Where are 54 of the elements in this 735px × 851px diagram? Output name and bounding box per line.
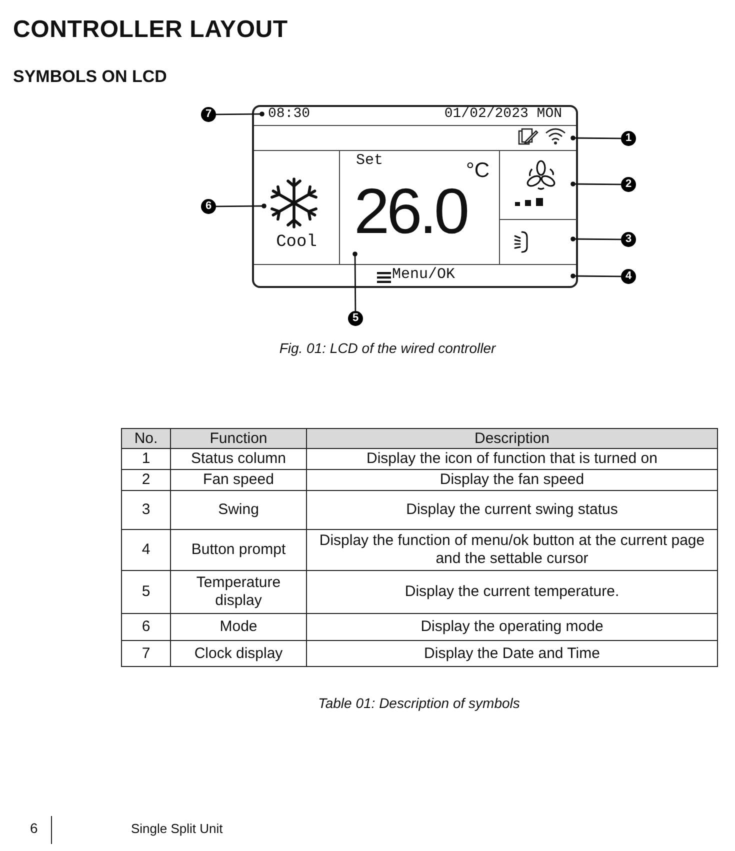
number-cell: 1 bbox=[122, 448, 170, 470]
callout-number: 7 bbox=[201, 107, 216, 122]
number-cell: 2 bbox=[122, 470, 170, 490]
date-text: 01/02/2023 MON bbox=[444, 107, 562, 122]
function-cell: Clock display bbox=[170, 640, 306, 666]
number-cell: 4 bbox=[122, 530, 170, 570]
description-cell: Display the current swing status bbox=[306, 490, 718, 530]
description-cell: Display the Date and Time bbox=[306, 640, 718, 666]
clock-time: 08:30 bbox=[268, 107, 310, 122]
page-number: 6 bbox=[30, 820, 38, 836]
function-cell: Button prompt bbox=[170, 530, 306, 570]
function-cell: Mode bbox=[170, 614, 306, 640]
leader-line bbox=[570, 136, 621, 140]
set-label: Set bbox=[356, 153, 384, 170]
table-caption: Table 01: Description of symbols bbox=[317, 695, 521, 711]
description-cell: Display the fan speed bbox=[306, 470, 718, 490]
leader-line bbox=[570, 274, 621, 278]
number-cell: 5 bbox=[122, 570, 170, 614]
temperature-value: 26.0 bbox=[354, 176, 467, 246]
menu-prompt: Menu/OK bbox=[392, 267, 456, 284]
callout-number: 5 bbox=[348, 311, 363, 326]
lcd-screen bbox=[252, 105, 578, 288]
mode-text: Cool bbox=[275, 234, 318, 253]
page-title: CONTROLLER LAYOUT bbox=[13, 16, 288, 44]
function-cell: Status column bbox=[170, 448, 306, 470]
number-cell: 7 bbox=[122, 640, 170, 666]
callout-number: 1 bbox=[621, 131, 636, 146]
header-cell: Function bbox=[170, 428, 306, 448]
figure-caption: Fig. 01: LCD of the wired controller bbox=[278, 340, 497, 356]
leader-line bbox=[216, 204, 266, 208]
callout-number: 6 bbox=[201, 199, 216, 214]
unit-label: °C bbox=[466, 159, 490, 182]
function-cell: Fan speed bbox=[170, 470, 306, 490]
description-cell: Display the icon of function that is turned on bbox=[306, 448, 718, 470]
description-cell: Display the function of menu/ok button at the current page and the settable cursor bbox=[306, 530, 718, 570]
callout-number: 3 bbox=[621, 232, 636, 247]
number-cell: 3 bbox=[122, 490, 170, 530]
header-cell: No. bbox=[122, 428, 170, 448]
fan-speed-cell bbox=[499, 150, 577, 220]
description-cell: Display the operating mode bbox=[306, 614, 718, 640]
callout-number: 4 bbox=[621, 269, 636, 284]
number-cell: 6 bbox=[122, 614, 170, 640]
lcd-top-bar bbox=[254, 107, 576, 126]
leader-line bbox=[570, 182, 621, 186]
leader-line bbox=[570, 236, 621, 242]
leader-line bbox=[216, 112, 264, 116]
description-cell: Display the current temperature. bbox=[306, 570, 718, 614]
section-heading: SYMBOLS ON LCD bbox=[13, 67, 167, 87]
footer-text: Single Split Unit bbox=[131, 821, 223, 836]
leader-line bbox=[352, 252, 358, 311]
callout-number: 2 bbox=[621, 177, 636, 192]
function-cell: Temperature display bbox=[170, 570, 306, 614]
function-cell: Swing bbox=[170, 490, 306, 530]
header-cell: Description bbox=[306, 428, 718, 448]
